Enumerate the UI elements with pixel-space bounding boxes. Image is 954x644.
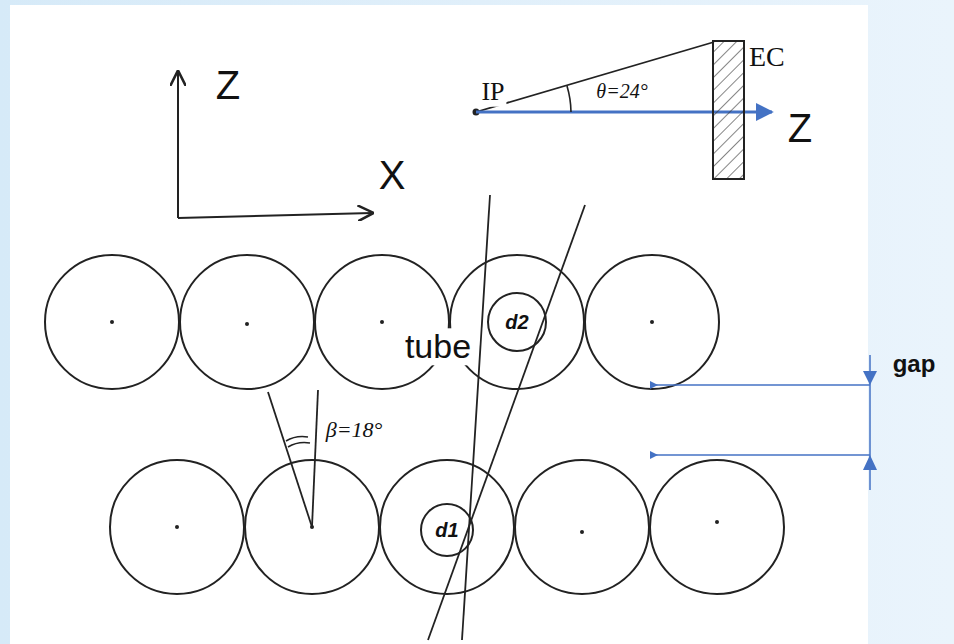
angle-arc <box>288 443 310 448</box>
wire-circle-outline <box>488 293 546 351</box>
track-line <box>428 205 585 640</box>
tube-circle <box>585 255 719 389</box>
beta-ray <box>268 392 312 527</box>
hatched-box <box>713 41 744 179</box>
tube-circle <box>650 460 784 594</box>
tube-circle <box>380 460 514 594</box>
wire-circle: d1 <box>420 503 474 557</box>
dimension-label: gap <box>891 351 938 377</box>
hatched-outline <box>712 40 745 180</box>
track-line <box>462 195 490 640</box>
dimension-tick <box>650 451 658 459</box>
angle-label: β=18° <box>324 418 385 442</box>
dimension-tick <box>650 381 658 389</box>
axis-label: X <box>377 153 408 197</box>
dimension-arrow <box>863 371 877 385</box>
wire-circle-outline <box>421 504 473 556</box>
angle-arc <box>567 86 571 112</box>
wire-dot <box>110 320 114 324</box>
axis-label: Z <box>786 106 814 150</box>
dimension-arrow <box>863 455 877 470</box>
beta-ray <box>312 390 318 527</box>
point-label: IP <box>479 78 506 107</box>
tube-circle <box>180 255 314 389</box>
tube-circle <box>450 255 584 389</box>
z-axis <box>177 72 179 218</box>
tube-circle <box>110 460 244 594</box>
wire-dot <box>175 525 179 529</box>
white-panel <box>10 5 868 644</box>
wire-dot <box>380 320 384 324</box>
dimension-line <box>650 384 870 386</box>
tube-circle <box>45 255 179 389</box>
axis-label: Z <box>214 63 242 107</box>
tube-circle <box>315 255 449 389</box>
tube-circle <box>515 460 649 594</box>
wire-dot <box>580 530 584 534</box>
wire-dot <box>715 520 719 524</box>
part-label: tube <box>403 328 473 365</box>
angle-arc <box>286 437 308 442</box>
dimension-line <box>650 454 870 456</box>
x-axis <box>178 213 372 218</box>
wire-label: d1 <box>433 519 460 541</box>
angle-label: θ=24° <box>594 80 649 102</box>
wire-circle: d2 <box>487 292 547 352</box>
wire-label: d2 <box>503 311 530 333</box>
detector-box: EC <box>712 40 745 180</box>
theta-ray <box>476 42 714 112</box>
wire-dot <box>650 320 654 324</box>
wire-dot <box>245 322 249 326</box>
detector-label: EC <box>749 42 785 73</box>
